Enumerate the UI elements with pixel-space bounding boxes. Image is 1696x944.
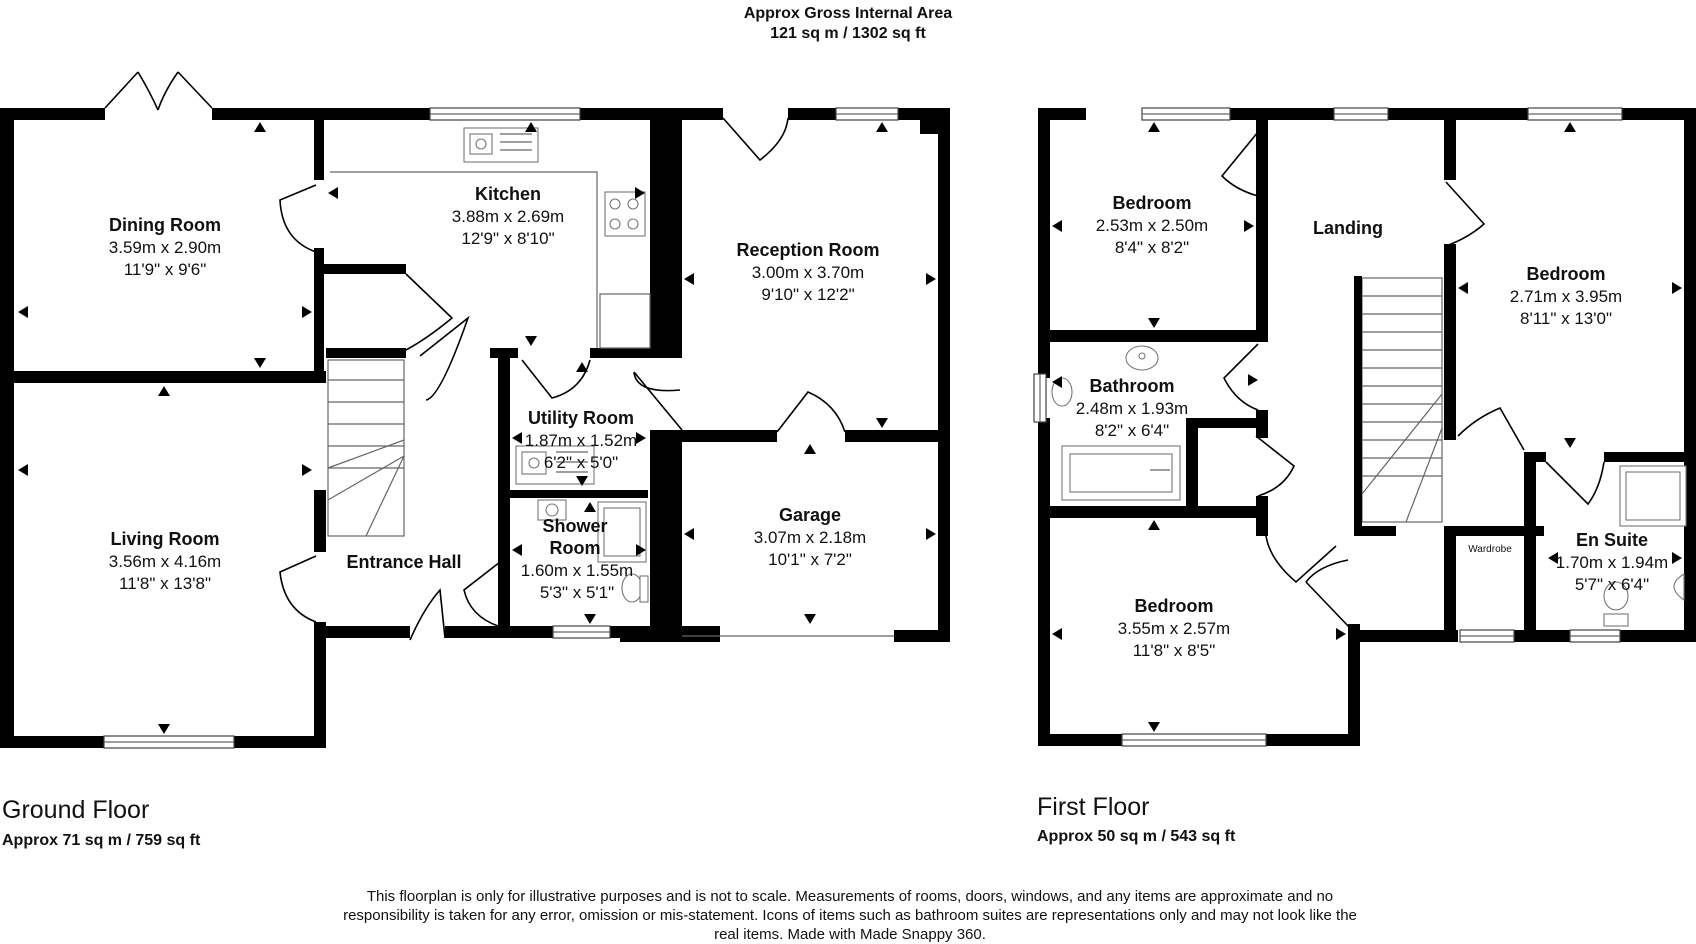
disclaimer-text: This floorplan is only for illustrative … [343, 888, 1357, 943]
utility-room-metric: 1.87m x 1.52m [525, 431, 637, 450]
ensuite-imperial: 5'7" x 6'4" [1575, 575, 1649, 594]
utility-sink-icon [515, 445, 595, 485]
reception-room-name: Reception Room [736, 240, 879, 260]
bath-icon [1061, 445, 1181, 501]
stairs-first [1354, 276, 1443, 536]
bedroom-2-metric: 2.71m x 3.95m [1510, 287, 1622, 306]
ensuite-name: En Suite [1576, 530, 1648, 550]
shower-room-name-line1: Shower [542, 516, 607, 536]
gross-area-value: 121 sq m / 1302 sq ft [770, 25, 926, 42]
living-room-metric: 3.56m x 4.16m [109, 552, 221, 571]
shower-room-name-line2: Room [550, 538, 601, 558]
bedroom-1-metric: 2.53m x 2.50m [1096, 216, 1208, 235]
basin-icon [537, 499, 567, 521]
dimension-arrows-first [1052, 122, 1682, 732]
bedroom-1-name: Bedroom [1112, 193, 1191, 213]
garage-name: Garage [779, 505, 841, 525]
bedroom-3-name: Bedroom [1134, 596, 1213, 616]
gross-area-title: Approx Gross Internal Area [743, 5, 953, 22]
shower-room-imperial: 5'3" x 5'1" [540, 583, 614, 602]
bedroom-2-imperial: 8'11" x 13'0" [1520, 309, 1612, 328]
ground-floor-area: Approx 71 sq m / 759 sq ft [2, 832, 201, 849]
hob-icon [604, 191, 646, 237]
entrance-hall-name: Entrance Hall [346, 552, 461, 572]
ensuite-metric: 1.70m x 1.94m [1556, 553, 1668, 572]
dining-room-metric: 3.59m x 2.90m [109, 238, 221, 257]
ensuite-shower-icon [1619, 465, 1687, 527]
utility-room-name: Utility Room [528, 408, 634, 428]
dining-room-imperial: 11'9" x 9'6" [124, 260, 207, 279]
kitchen-sink-icon [463, 127, 539, 163]
first-floor-plan: Bedroom 2.53m x 2.50m 8'4" x 8'2" Landin… [1033, 107, 1696, 747]
wardrobe-name: Wardrobe [1468, 544, 1512, 555]
utility-room-imperial: 6'2" x 5'0" [544, 453, 618, 472]
first-floor-area: Approx 50 sq m / 543 sq ft [1037, 828, 1236, 845]
landing-name: Landing [1313, 218, 1383, 238]
bathroom-name: Bathroom [1090, 376, 1175, 396]
ground-floor-plan: Dining Room 3.59m x 2.90m 11'9" x 9'6" K… [0, 71, 950, 749]
garage-imperial: 10'1" x 7'2" [768, 550, 852, 569]
living-room-name: Living Room [111, 529, 220, 549]
bathroom-metric: 2.48m x 1.93m [1076, 399, 1188, 418]
garage-metric: 3.07m x 2.18m [754, 528, 866, 547]
bedroom-3-imperial: 11'8" x 8'5" [1133, 641, 1216, 660]
stairs-ground [327, 359, 405, 537]
reception-room-imperial: 9'10" x 12'2" [761, 285, 854, 304]
kitchen-metric: 3.88m x 2.69m [452, 207, 564, 226]
dimension-arrows-ground [18, 122, 936, 734]
bedroom-2-name: Bedroom [1526, 264, 1605, 284]
shower-room-metric: 1.60m x 1.55m [521, 561, 633, 580]
ensuite-basin-icon [1673, 573, 1685, 602]
living-room-imperial: 11'8" x 13'8" [119, 574, 211, 593]
bedroom-1-imperial: 8'4" x 8'2" [1115, 238, 1189, 257]
dining-room-name: Dining Room [109, 215, 221, 235]
first-floor-title: First Floor [1037, 793, 1150, 821]
toilet-icon [621, 573, 649, 603]
ensuite-toilet-icon [1603, 581, 1629, 627]
kitchen-imperial: 12'9" x 8'10" [461, 229, 554, 248]
bathroom-imperial: 8'2" x 6'4" [1095, 421, 1169, 440]
reception-room-metric: 3.00m x 3.70m [752, 263, 864, 282]
ground-floor-title: Ground Floor [2, 796, 150, 824]
kitchen-name: Kitchen [475, 184, 541, 204]
bedroom-3-metric: 3.55m x 2.57m [1118, 619, 1230, 638]
bathroom-basin-icon [1125, 345, 1159, 371]
